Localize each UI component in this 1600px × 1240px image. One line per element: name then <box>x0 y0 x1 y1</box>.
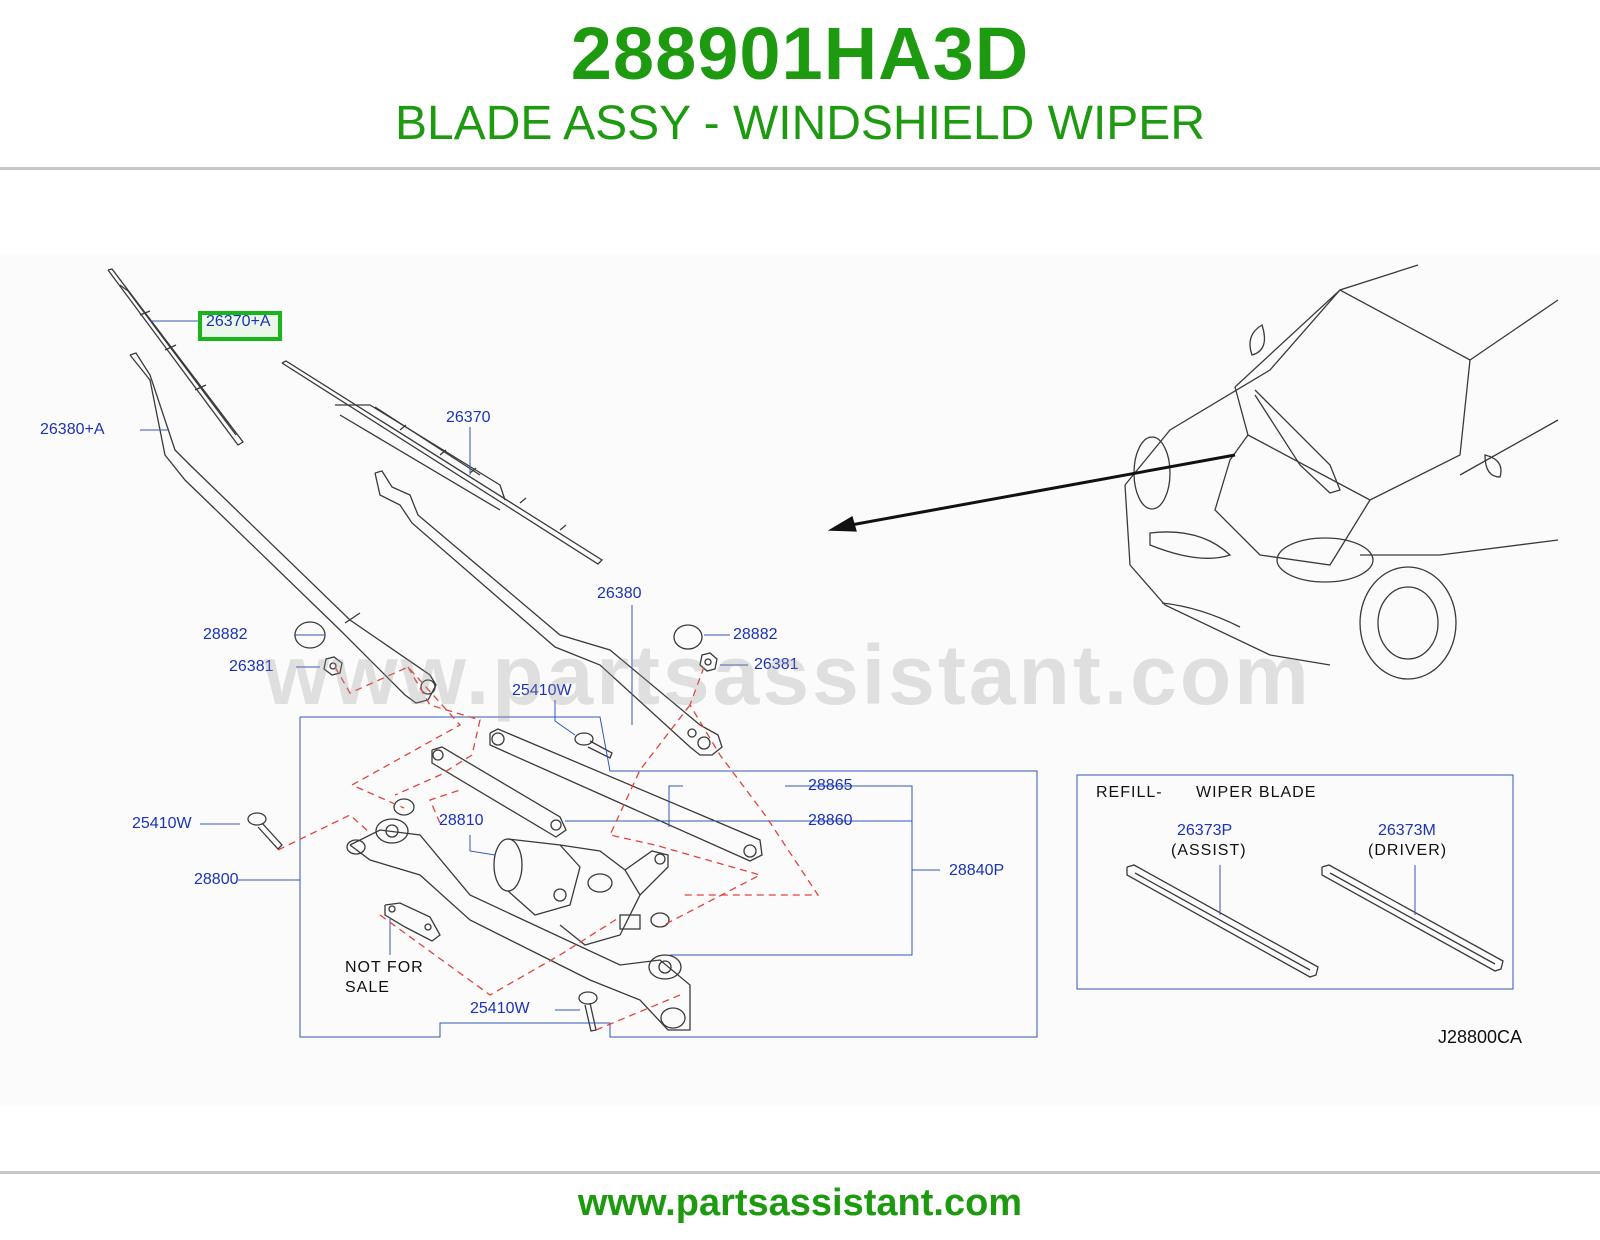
note-refill: REFILL- <box>1096 784 1163 801</box>
callout-26380[interactable]: 26380 <box>597 585 642 602</box>
note-assist: (ASSIST) <box>1171 842 1247 859</box>
wiper-blade-driver <box>107 268 244 446</box>
callout-25410w-top[interactable]: 25410W <box>512 682 572 699</box>
bolt-left <box>247 812 283 850</box>
parts-diagram: 26370+A 26380+A 26370 26380 28882 28882 … <box>0 255 1600 1105</box>
wiper-arm-passenger <box>374 470 723 756</box>
callout-26373m[interactable]: 26373M <box>1378 822 1436 839</box>
wiper-arm-driver <box>129 352 437 704</box>
callout-28800[interactable]: 28800 <box>194 871 239 888</box>
callout-28840p[interactable]: 28840P <box>949 862 1005 879</box>
callout-25410w-bottom[interactable]: 25410W <box>470 1000 530 1017</box>
pivot-cap-right <box>673 624 703 650</box>
footer-divider <box>0 1171 1600 1174</box>
part-number: 288901HA3D <box>570 12 1030 95</box>
nut-left <box>323 656 343 676</box>
link-rod-lower <box>431 746 567 838</box>
callout-26380-a[interactable]: 26380+A <box>40 421 105 438</box>
drawing-code: J28800CA <box>1438 1027 1523 1047</box>
note-sale: SALE <box>345 979 390 996</box>
part-title: BLADE ASSY - WINDSHIELD WIPER <box>395 97 1205 150</box>
pointer-arrow <box>827 516 857 532</box>
watermark: www.partsassistant.com <box>264 628 1312 722</box>
callout-26370[interactable]: 26370 <box>446 409 491 426</box>
callout-28860[interactable]: 28860 <box>808 812 853 829</box>
note-wiper-blade: WIPER BLADE <box>1196 784 1317 801</box>
wiper-blade-passenger <box>281 360 604 565</box>
callout-26370-a[interactable]: 26370+A <box>206 313 271 330</box>
nut-right <box>699 652 718 672</box>
refill-box <box>1076 774 1514 990</box>
car-outline <box>1124 264 1559 680</box>
bracket-not-for-sale <box>384 902 441 942</box>
diagram-drawing <box>107 264 1559 1038</box>
callout-26381-right[interactable]: 26381 <box>754 656 799 673</box>
wiper-linkage-frame <box>346 798 691 1031</box>
footer-website-link[interactable]: www.partsassistant.com <box>577 1182 1023 1224</box>
callout-28810[interactable]: 28810 <box>439 812 484 829</box>
refill-blade-assist <box>1126 864 1319 978</box>
callout-28865[interactable]: 28865 <box>808 777 853 794</box>
bolt-top <box>574 732 613 759</box>
callout-26381-left[interactable]: 26381 <box>229 658 274 675</box>
link-rod-upper <box>489 728 763 862</box>
callout-28882-right[interactable]: 28882 <box>733 626 778 643</box>
note-driver: (DRIVER) <box>1368 842 1448 859</box>
callout-28882-left[interactable]: 28882 <box>203 626 248 643</box>
callout-25410w-left[interactable]: 25410W <box>132 815 192 832</box>
bolt-bottom <box>578 991 598 1032</box>
note-not-for: NOT FOR <box>345 959 424 976</box>
page-header: 288901HA3D BLADE ASSY - WINDSHIELD WIPER <box>0 0 1600 168</box>
highlighted-part-frame <box>198 311 282 341</box>
callout-26373p[interactable]: 26373P <box>1177 822 1233 839</box>
wiper-motor <box>493 838 669 946</box>
refill-blade-driver <box>1321 864 1504 972</box>
header-divider <box>0 167 1600 170</box>
